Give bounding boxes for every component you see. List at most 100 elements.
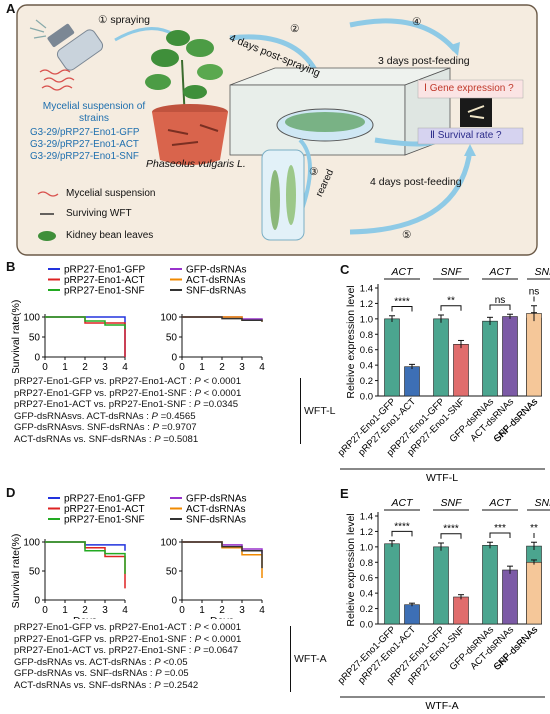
expression-bar — [404, 604, 420, 625]
group-header: SNF — [441, 266, 463, 278]
stat-p: P — [154, 433, 161, 445]
step1-label: ① spraying — [98, 14, 151, 26]
strain-3: G3-29/pRP27-Eno1-SNF — [30, 151, 139, 162]
group-header: SNF — [535, 266, 550, 278]
group-header: SNF — [441, 497, 463, 509]
y-tick-label: 1.4 — [360, 284, 373, 295]
x-tick-label: 2 — [82, 605, 88, 616]
pot-icon — [152, 104, 228, 165]
x-tick-label: 3 — [239, 605, 245, 616]
y-tick-label: 50 — [29, 333, 41, 344]
strain-2: G3-29/pRP27-Eno1-ACT — [30, 139, 139, 150]
expression-bar — [433, 318, 449, 397]
survival-chart-d: pRP27-Eno1-GFPpRP27-Eno1-ACTpRP27-Eno1-S… — [10, 494, 265, 620]
stat-text: pRP27-Eno1-GFP vs. pRP27-Eno1-ACT : — [14, 376, 195, 387]
expression-bar — [526, 313, 542, 397]
x-tick-label: 0 — [179, 605, 185, 616]
stat-p: P — [155, 668, 162, 680]
stat-text: pRP27-Eno1-GFP vs. pRP27-Eno1-ACT : — [14, 622, 195, 633]
x-tick-label: 4 — [122, 605, 128, 616]
significance-label: **** — [443, 524, 459, 535]
y-axis-label: Releive expression level — [345, 285, 357, 398]
legend-label: SNF-dsRNAs — [186, 515, 246, 526]
group-header: ACT — [489, 497, 513, 509]
stats-d: pRP27-Eno1-GFP vs. pRP27-Eno1-ACT : P < … — [14, 622, 241, 692]
x-tick-label: 1 — [62, 605, 68, 616]
y-tick-label: 100 — [23, 313, 40, 324]
stat-row: GFP-dsRNAs vs. SNF-dsRNAs : P =0.05 — [14, 668, 241, 680]
strain-1: G3-29/pRP27-Eno1-GFP — [30, 127, 140, 138]
significance-bracket — [440, 533, 462, 539]
stat-row: pRP27-Eno1-GFP vs. pRP27-Eno1-SNF : P < … — [14, 388, 241, 400]
y-tick-label: 0.6 — [360, 345, 373, 356]
stat-p: P — [194, 376, 201, 387]
plant-name: Phaseolus vulgaris L. — [146, 158, 246, 170]
y-tick-label: 0 — [34, 353, 40, 364]
significance-bracket — [391, 530, 413, 537]
stat-row: ACT-dsRNAs vs. SNF-dsRNAs : P =0.5081 — [14, 434, 241, 446]
group-header: ACT — [391, 266, 415, 278]
legend-label: pRP27-Eno1-SNF — [64, 286, 145, 297]
stat-p: P — [151, 410, 158, 422]
stat-row: pRP27-Eno1-GFP vs. pRP27-Eno1-ACT : P < … — [14, 622, 241, 634]
expression-bar — [502, 316, 518, 397]
significance-label: ns — [495, 295, 506, 306]
stat-value: <0.05 — [160, 656, 188, 668]
step4-label: ④ — [412, 16, 422, 28]
stat-value: =0.4565 — [157, 410, 196, 422]
significance-label: **** — [394, 521, 410, 532]
y-tick-label: 0.4 — [360, 589, 373, 600]
tag-b: WFT-L — [304, 405, 336, 417]
stat-value: < 0.0001 — [201, 387, 242, 399]
expression-bar — [384, 543, 400, 625]
x-tick-label: 0 — [179, 362, 185, 373]
stat-text: GFP-dsRNAsvs. SNF-dsRNAs : — [14, 422, 153, 434]
footer-label: WTF-A — [425, 700, 458, 712]
stat-p: P — [154, 656, 161, 668]
group-header: SNF — [535, 497, 550, 509]
leaf-legend-icon — [38, 231, 56, 241]
y-tick-label: 50 — [166, 333, 178, 344]
x-tick-label: 3 — [102, 605, 108, 616]
stat-value: =0.5081 — [160, 433, 199, 445]
legend-mycelium: Mycelial suspension — [66, 188, 156, 199]
stat-text: GFP-dsRNAs vs. SNF-dsRNAs : — [14, 668, 156, 680]
group-header: ACT — [391, 497, 415, 509]
y-tick-label: 0.0 — [360, 392, 373, 403]
stat-text: pRP27-Eno1-ACT vs. pRP27-Eno1-SNF : — [14, 399, 195, 411]
stat-text: pRP27-Eno1-GFP vs. pRP27-Eno1-SNF : — [14, 633, 195, 645]
y-tick-label: 0 — [171, 353, 177, 364]
bracket-d — [290, 626, 291, 692]
y-tick-label: 1.0 — [360, 314, 373, 325]
y-tick-label: 0.2 — [360, 604, 373, 615]
expression-bar — [453, 344, 469, 397]
significance-label: ** — [447, 296, 455, 307]
stat-p: P — [154, 679, 161, 691]
step3-label: ③ — [309, 166, 319, 178]
expression-bar — [526, 561, 542, 625]
feed3-label: 3 days post-feeding — [378, 55, 470, 67]
significance-label: *** — [494, 523, 506, 534]
legend-label: pRP27-Eno1-GFP — [64, 494, 145, 505]
legend-label: pRP27-Eno1-SNF — [64, 515, 145, 526]
survival-series-line — [45, 316, 126, 329]
arrow-5 — [349, 149, 473, 235]
significance-label: ns — [529, 286, 540, 297]
significance-bracket — [440, 305, 462, 311]
stat-value: < 0.0001 — [201, 633, 242, 645]
survival-series-line — [182, 316, 263, 322]
step5-label: ⑤ — [402, 229, 412, 241]
survival-series-line — [182, 541, 263, 578]
y-tick-label: 0.8 — [360, 330, 373, 341]
stats-b: pRP27-Eno1-GFP vs. pRP27-Eno1-ACT : P < … — [14, 376, 241, 446]
stat-text: pRP27-Eno1-GFP vs. pRP27-Eno1-SNF : — [14, 387, 195, 399]
tag-d: WFT-A — [294, 653, 327, 665]
y-tick-label: 100 — [160, 313, 177, 324]
x-tick-label: 3 — [102, 362, 108, 373]
stat-value: =0.05 — [161, 668, 189, 680]
significance-label: **** — [394, 297, 410, 308]
stat-value: < 0.0001 — [200, 622, 242, 633]
panel-label-a: A — [6, 1, 16, 16]
expression-bar — [482, 545, 498, 625]
